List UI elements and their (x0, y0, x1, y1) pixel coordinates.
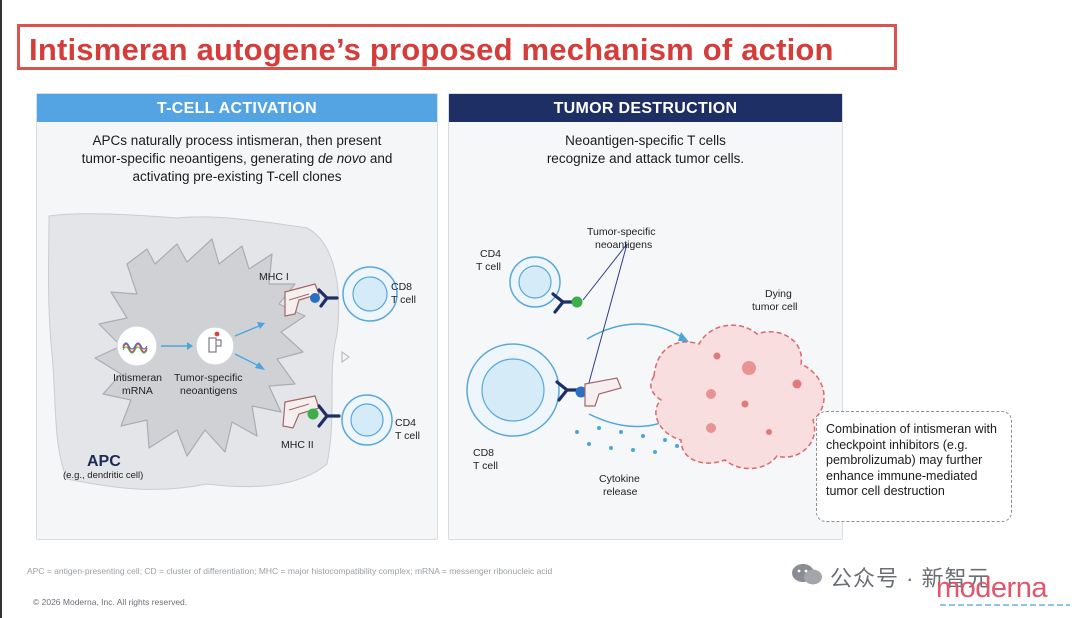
label-cytokine-1: Cytokine (599, 473, 640, 485)
mrna-wave-blue (122, 342, 148, 350)
moderna-logo: moderna (936, 572, 1047, 604)
label-right-neo-1: Tumor-specific (587, 226, 655, 238)
label-cd4-1: CD4 (395, 417, 416, 429)
label-right-cd4-2: T cell (476, 261, 501, 273)
label-apc: APC (87, 453, 121, 470)
cytokine-dots (575, 426, 679, 454)
desc-line: Neoantigen-specific T cells (565, 133, 726, 148)
mhc-ii-molecule (282, 395, 320, 429)
panel-tumor-destruction: TUMOR DESTRUCTION Neoantigen-specific T … (448, 93, 843, 540)
page-title: Intismeran autogene’s proposed mechanism… (29, 32, 834, 67)
panel-header-tumor-destruction: TUMOR DESTRUCTION (449, 94, 842, 122)
label-cd8-2: T cell (391, 294, 416, 306)
cd4-t-cell-inner (350, 403, 384, 437)
cd8-t-cell-inner (352, 276, 388, 312)
panel-t-cell-activation: T-CELL ACTIVATION APCs naturally process… (36, 93, 438, 540)
cd8-t-cell-inner-right (481, 358, 545, 422)
panel-description-left: APCs naturally process intismeran, then … (37, 132, 437, 186)
label-mrna-2: mRNA (122, 385, 153, 397)
neoantigen-circle (195, 326, 235, 366)
label-neo-1: Tumor-specific (174, 372, 242, 384)
label-cd4-2: T cell (395, 430, 420, 442)
label-mrna-1: Intismeran (113, 372, 162, 384)
label-cd8-1: CD8 (391, 281, 412, 293)
desc-line: APCs naturally process intismeran, then … (92, 133, 382, 148)
wechat-icon (792, 564, 822, 585)
tcr-cd8 (317, 288, 339, 308)
t-cell-activation-diagram: MHC I CD8 T cell CD4 T cell MHC II Intis… (48, 213, 420, 490)
copyright: © 2026 Moderna, Inc. All rights reserved… (33, 597, 188, 607)
label-right-cd8-1: CD8 (473, 447, 494, 459)
page-left-rule (0, 0, 2, 618)
watermark-text: 公众号 · 新智元 (830, 566, 991, 591)
label-right-neo-2: neoantigens (595, 239, 652, 251)
abbreviations-footnote: APC = antigen-presenting cell; CD = clus… (27, 566, 553, 576)
label-dying-1: Dying (765, 288, 792, 300)
label-neo-2: neoantigens (180, 385, 237, 397)
mhc-i-right (584, 377, 622, 407)
tcr-cd4-right (551, 292, 575, 314)
tumor-destruction-diagram: CD4 T cell Tumor-specific neoantigens Dy… (466, 226, 825, 498)
tcr-cd8-right (555, 380, 579, 402)
panel-description-right: Neoantigen-specific T cells recognize an… (449, 132, 842, 168)
logo-underline (940, 604, 1070, 606)
desc-line: tumor-specific neoantigens, generating d… (37, 150, 437, 168)
panel-header-t-cell-activation: T-CELL ACTIVATION (37, 94, 437, 122)
mhc-i-molecule (284, 283, 320, 317)
label-right-cd4-1: CD4 (480, 248, 501, 260)
label-apc-sub: (e.g., dendritic cell) (63, 470, 143, 481)
tumor-debris (706, 352, 802, 435)
desc-line: activating pre-existing T-cell clones (132, 169, 342, 184)
label-right-cd8-2: T cell (473, 460, 498, 472)
desc-emphasis: de novo (318, 151, 367, 166)
label-mhc-ii: MHC II (281, 439, 314, 451)
label-cytokine-2: release (603, 486, 638, 498)
mrna-circle (116, 325, 158, 367)
dying-tumor-cell (650, 324, 825, 470)
cd4-t-cell-inner-right (518, 265, 552, 299)
mrna-wave-red (122, 343, 148, 353)
desc-text: and (366, 151, 393, 166)
tcr-cd4 (317, 404, 341, 428)
title-box: Intismeran autogene’s proposed mechanism… (17, 24, 897, 70)
mrna-wave-green (122, 346, 148, 354)
desc-line: recognize and attack tumor cells. (546, 151, 745, 166)
combination-note: Combination of intismeran with checkpoin… (816, 411, 1012, 522)
label-dying-2: tumor cell (752, 301, 798, 313)
label-mhc-i: MHC I (259, 271, 289, 283)
desc-text: tumor-specific neoantigens, generating (81, 151, 319, 166)
